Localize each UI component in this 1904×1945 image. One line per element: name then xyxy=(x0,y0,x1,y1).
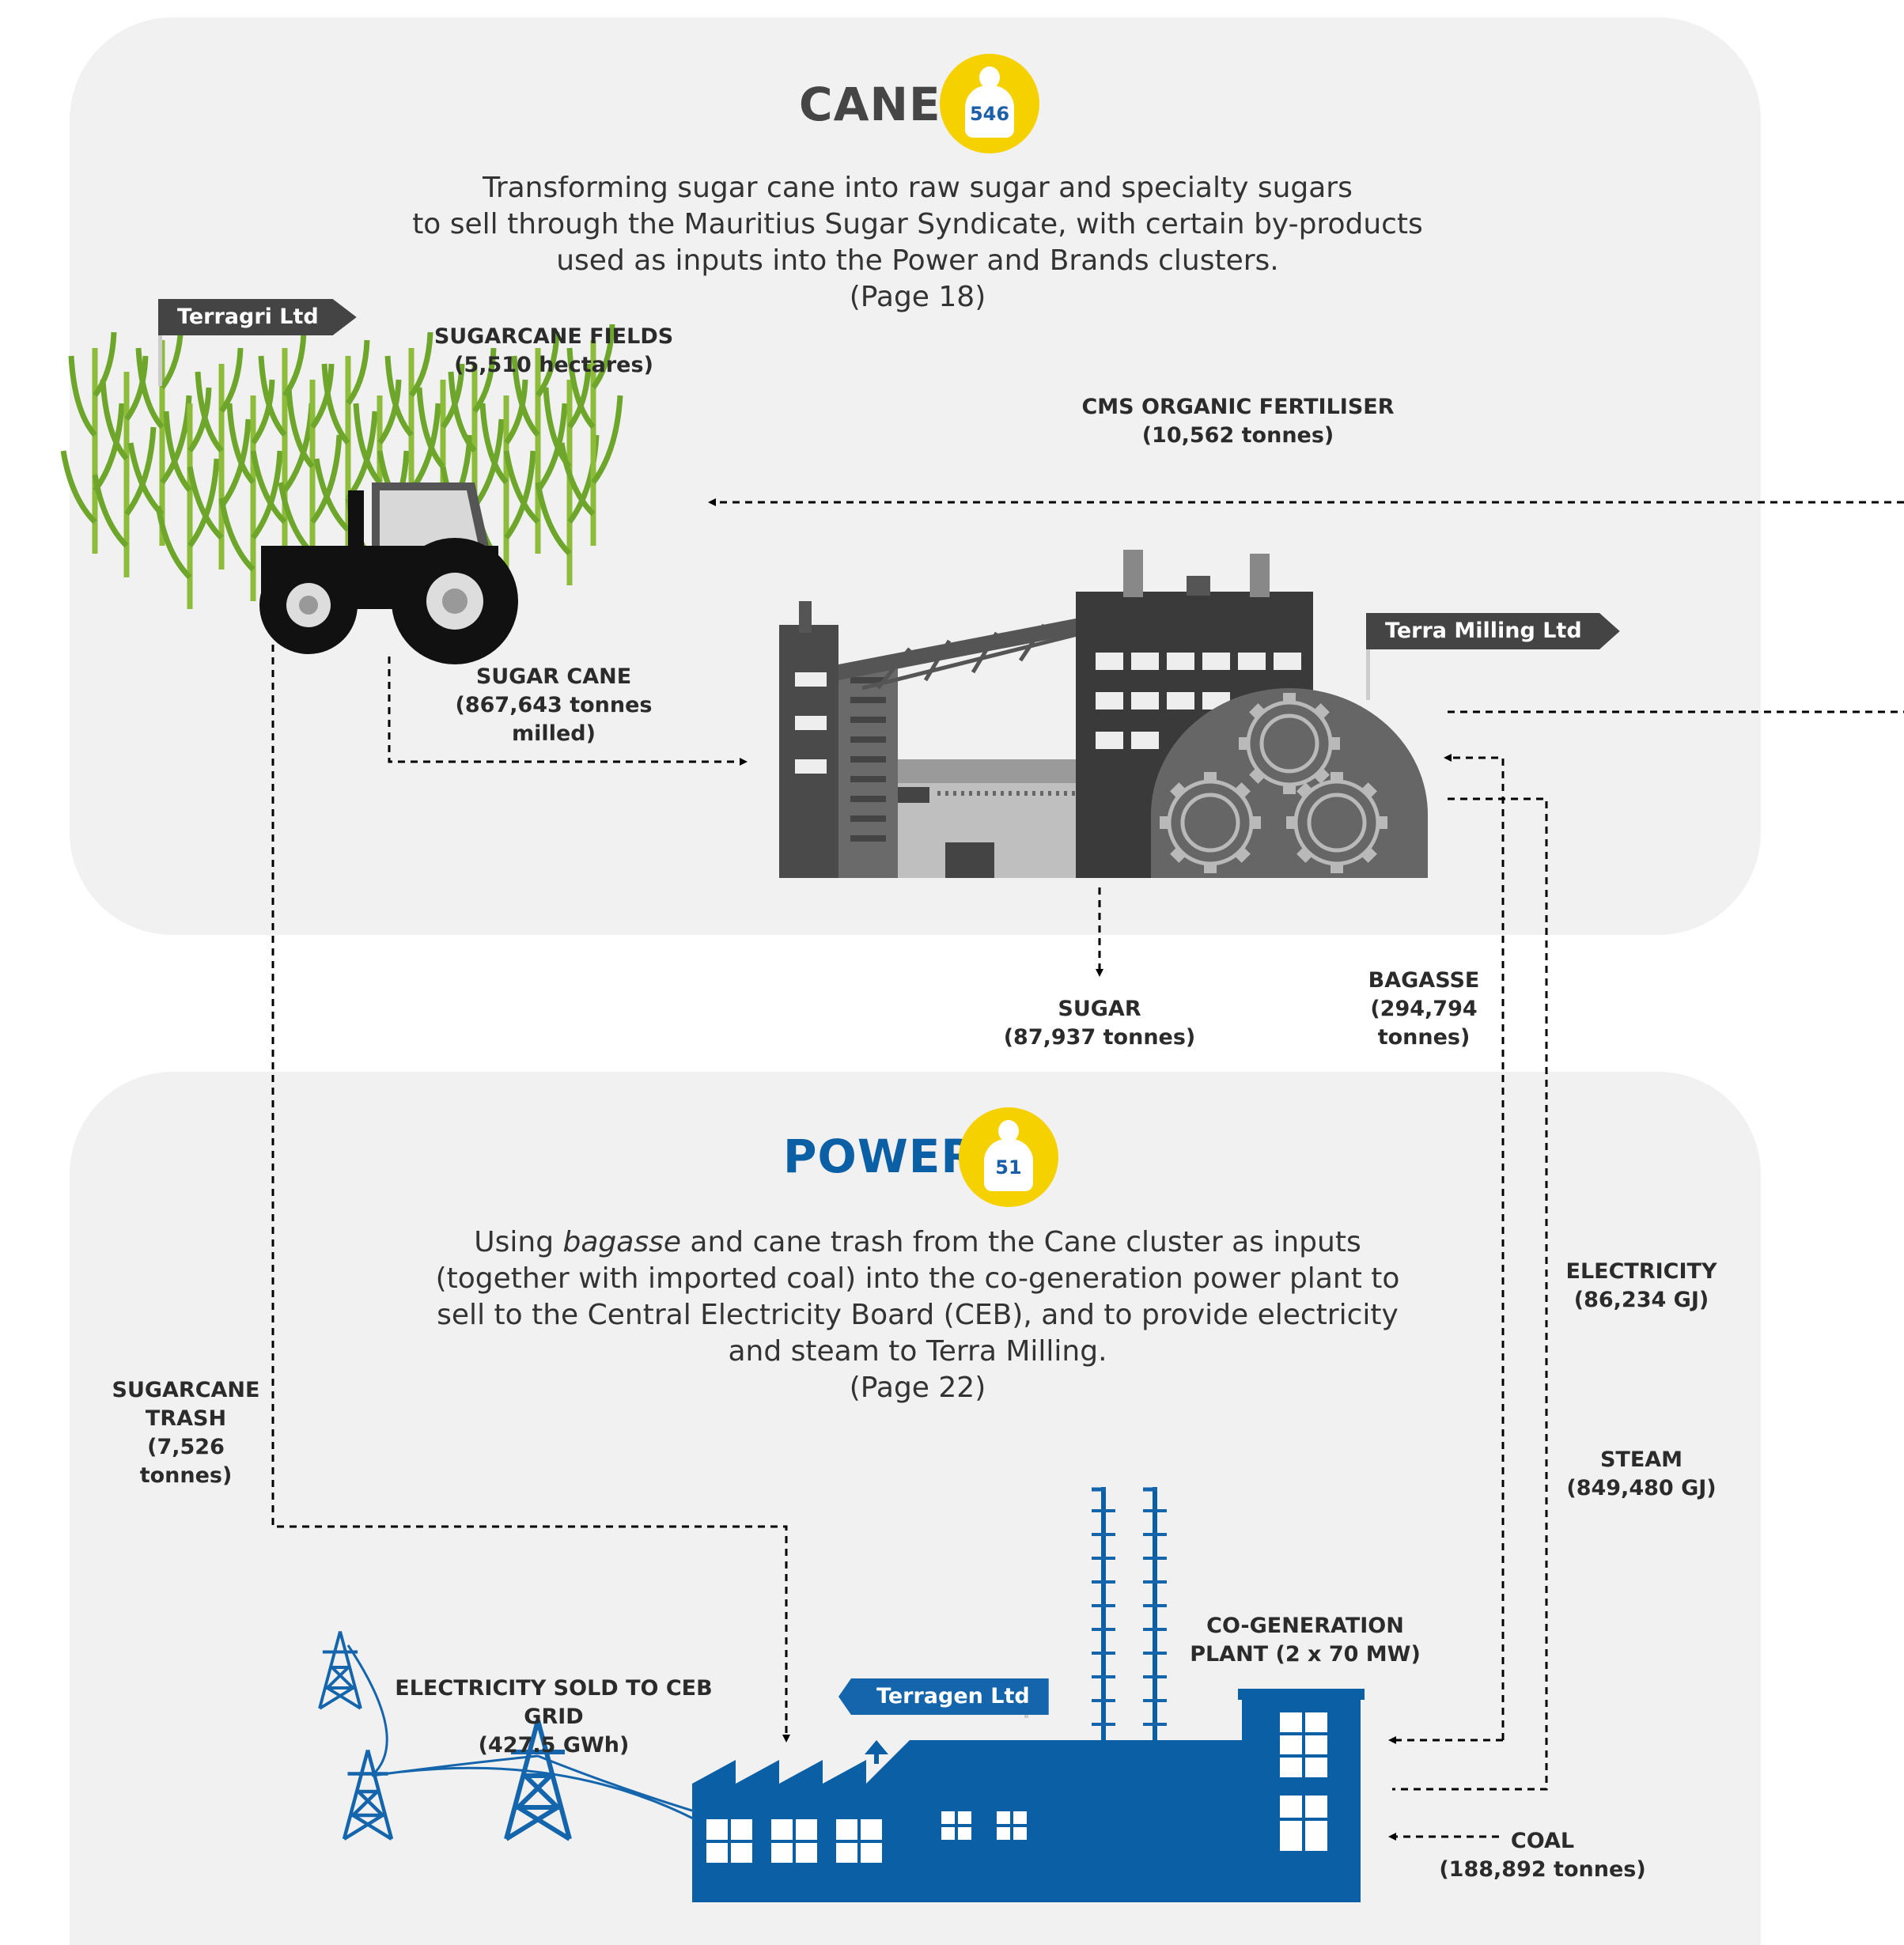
power-page-ref[interactable]: (Page 22) xyxy=(849,1372,986,1404)
sugar-cane-arrow xyxy=(388,657,748,766)
flow-arrows xyxy=(271,498,1904,1841)
power-cluster-title: POWER xyxy=(783,1130,978,1183)
cogeneration-plant-label: CO-GENERATION PLANT (2 x 70 MW) xyxy=(1190,1614,1421,1667)
sugar-cane-label: SUGAR CANE (867,643 tonnes milled) xyxy=(455,664,653,746)
cane-description: Transforming sugar cane into raw sugar a… xyxy=(372,170,1463,316)
sugarcane-trash-label: SUGARCANE TRASH (7,526 tonnes) xyxy=(112,1378,260,1488)
sugar-mill-illustration xyxy=(779,550,1428,878)
bagasse-arrow xyxy=(1392,797,1548,1791)
power-employee-badge: 51 xyxy=(959,1107,1058,1207)
person-icon xyxy=(998,1120,1019,1142)
power-pylons-illustration xyxy=(318,1629,695,1840)
electricity-sold-label: ELECTRICITY SOLD TO CEB GRID (427.5 GWh) xyxy=(395,1676,713,1758)
cane-employee-badge: 546 xyxy=(940,54,1039,153)
cane-page-ref[interactable]: (Page 18) xyxy=(849,281,986,313)
electricity-label: ELECTRICITY (86,234 GJ) xyxy=(1565,1259,1717,1312)
terragen-flag: Terragen Ltd xyxy=(838,1678,1049,1715)
cogeneration-plant-illustration xyxy=(692,1487,1365,1902)
person-icon xyxy=(979,66,1000,89)
coal-label: COAL (188,892 tonnes) xyxy=(1439,1829,1646,1882)
bagasse-label: BAGASSE (294,794 tonnes) xyxy=(1368,968,1480,1050)
terragri-flag: Terragri Ltd xyxy=(158,299,357,335)
cane-cluster-title: CANE xyxy=(799,78,941,131)
power-description: Using bagasse and cane trash from the Ca… xyxy=(372,1224,1463,1406)
power-employee-count: 51 xyxy=(995,1156,1022,1179)
steam-label: STEAM (849,480 GJ) xyxy=(1566,1447,1717,1500)
tractor-illustration xyxy=(259,482,518,664)
terra-milling-flag: Terra Milling Ltd xyxy=(1366,613,1620,649)
sugar-label: SUGAR (87,937 tonnes) xyxy=(1003,997,1196,1050)
cms-fertiliser-label: CMS ORGANIC FERTILISER (10,562 tonnes) xyxy=(1081,395,1395,448)
sugarcane-fields-label: SUGARCANE FIELDS (5,510 hectares) xyxy=(433,324,674,377)
electricity-to-mill-arrow xyxy=(1444,754,1505,1740)
sugarcane-trash-arrow xyxy=(271,645,790,1743)
cane-employee-count: 546 xyxy=(969,103,1010,125)
